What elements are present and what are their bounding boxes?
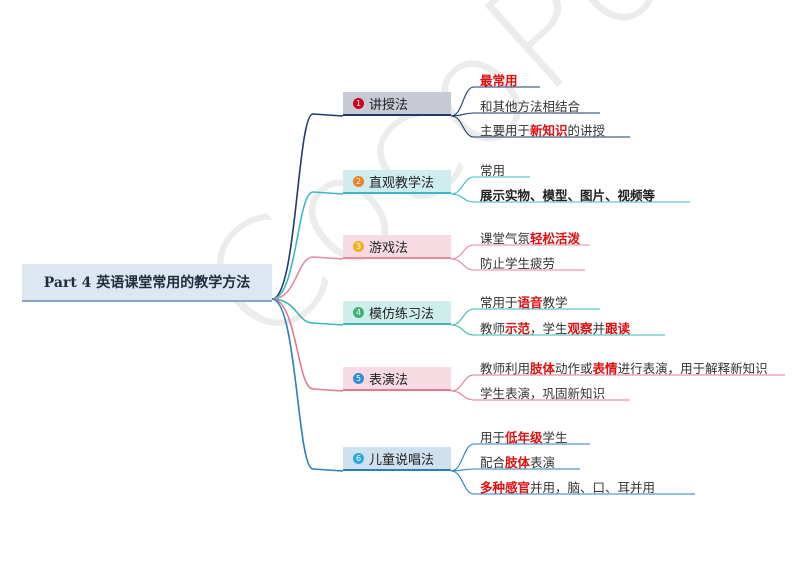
leaf-connector (450, 443, 590, 472)
leaf-text: 的讲授 (567, 123, 606, 138)
leaf-connector (450, 374, 785, 392)
leaf-text: 动作或 (555, 361, 593, 376)
leaf-text: 课堂气氛 (480, 231, 531, 246)
leaf-topic[interactable]: 学生表演，巩固新知识 (480, 383, 605, 402)
root-topic[interactable]: Part 4 英语课堂常用的教学方法 (22, 264, 272, 302)
branch-node[interactable]: 4 模仿练习法 (343, 301, 451, 325)
leaf-connector (450, 115, 630, 138)
leaf-text: 展示实物、模型、图片、视频等 (480, 188, 656, 203)
leaf-text: 防止学生疲劳 (480, 256, 556, 271)
leaf-topic[interactable]: 和其他方法相结合 (480, 96, 580, 115)
leaf-connector (450, 470, 695, 495)
branch-label: 儿童说唱法 (369, 452, 435, 468)
leaf-text: 常用于 (480, 295, 518, 310)
branch-connector (271, 113, 344, 300)
leaf-topic[interactable]: 主要用于新知识的讲授 (480, 120, 605, 139)
leaf-topic[interactable]: 常用于语音教学 (480, 292, 568, 311)
leaf-text: 教师利用 (480, 361, 531, 376)
leaf-text: ，学生 (530, 321, 568, 336)
leaf-connector (450, 390, 630, 401)
branch-connector (271, 256, 344, 300)
branch-number-badge: 4 (353, 306, 364, 318)
highlighted-keyword: 跟读 (605, 321, 631, 336)
branch-connector (271, 298, 344, 392)
leaf-connector (450, 193, 690, 203)
highlighted-keyword: 低年级 (505, 430, 543, 445)
leaf-text: 表演 (530, 455, 556, 470)
highlighted-keyword: 轻松活泼 (530, 231, 581, 246)
leaf-topic[interactable]: 用于低年级学生 (480, 427, 568, 446)
leaf-connector (450, 112, 600, 117)
branch-number-badge: 2 (353, 175, 364, 187)
leaf-connector (450, 176, 530, 195)
leaf-text: 主要用于 (480, 123, 531, 138)
branch-connector (271, 298, 344, 326)
leaf-text: 常用 (480, 163, 506, 178)
leaf-topic[interactable]: 配合肢体表演 (480, 452, 555, 471)
branch-connector (271, 298, 344, 472)
branch-node[interactable]: 5 表演法 (343, 367, 451, 391)
highlighted-keyword: 肢体 (530, 361, 556, 376)
highlighted-keyword: 新知识 (530, 123, 568, 138)
leaf-connector (450, 258, 585, 271)
branch-node[interactable]: 2 直观教学法 (343, 170, 451, 194)
root-topic-label: Part 4 英语课堂常用的教学方法 (43, 275, 251, 291)
highlighted-keyword: 语音 (517, 295, 543, 310)
highlighted-keyword: 示范 (505, 321, 531, 336)
leaf-text: 学生表演，巩固新知识 (480, 386, 606, 401)
leaf-topic[interactable]: 最常用 (480, 70, 518, 89)
branch-node[interactable]: 1 讲授法 (343, 92, 451, 116)
leaf-topic[interactable]: 展示实物、模型、图片、视频等 (480, 185, 655, 204)
leaf-connector (450, 86, 540, 117)
highlighted-keyword: 肢体 (505, 455, 531, 470)
leaf-topic[interactable]: 防止学生疲劳 (480, 253, 555, 272)
leaf-text: 用于 (480, 430, 506, 445)
leaf-topic[interactable]: 教师利用肢体动作或表情进行表演，用于解释新知识 (480, 358, 768, 377)
branch-label: 模仿练习法 (369, 306, 435, 322)
branch-connector (271, 191, 344, 300)
highlighted-keyword: 最常用 (480, 73, 518, 88)
leaf-connector (450, 324, 665, 336)
leaf-topic[interactable]: 教师示范，学生观察并跟读 (480, 318, 630, 337)
leaf-connector (450, 244, 590, 260)
branch-label: 讲授法 (369, 97, 409, 113)
leaf-text: 和其他方法相结合 (480, 99, 581, 114)
leaf-connector (450, 308, 600, 326)
branch-number-badge: 6 (353, 452, 364, 464)
branch-label: 表演法 (369, 372, 409, 388)
leaf-text: 并用，脑、口、耳并用 (530, 480, 656, 495)
branch-node[interactable]: 3 游戏法 (343, 235, 451, 259)
leaf-topic[interactable]: 课堂气氛轻松活泼 (480, 228, 580, 247)
leaf-text: 学生 (542, 430, 568, 445)
leaf-text: 并 (592, 321, 606, 336)
branch-number-badge: 1 (353, 97, 364, 109)
branch-number-badge: 5 (353, 372, 364, 384)
leaf-text: 教学 (542, 295, 568, 310)
leaf-text: 教师 (480, 321, 506, 336)
leaf-topic[interactable]: 多种感官并用，脑、口、耳并用 (480, 477, 655, 496)
branch-label: 游戏法 (369, 240, 409, 256)
leaf-text: 进行表演，用于解释新知识 (617, 361, 768, 376)
highlighted-keyword: 表情 (592, 361, 618, 376)
highlighted-keyword: 观察 (567, 321, 593, 336)
branch-node[interactable]: 6 儿童说唱法 (343, 447, 451, 471)
highlighted-keyword: 多种感官 (480, 480, 531, 495)
leaf-connector (450, 468, 580, 472)
leaf-topic[interactable]: 常用 (480, 160, 505, 179)
branch-number-badge: 3 (353, 240, 364, 252)
branch-label: 直观教学法 (369, 175, 435, 191)
leaf-text: 配合 (480, 455, 506, 470)
